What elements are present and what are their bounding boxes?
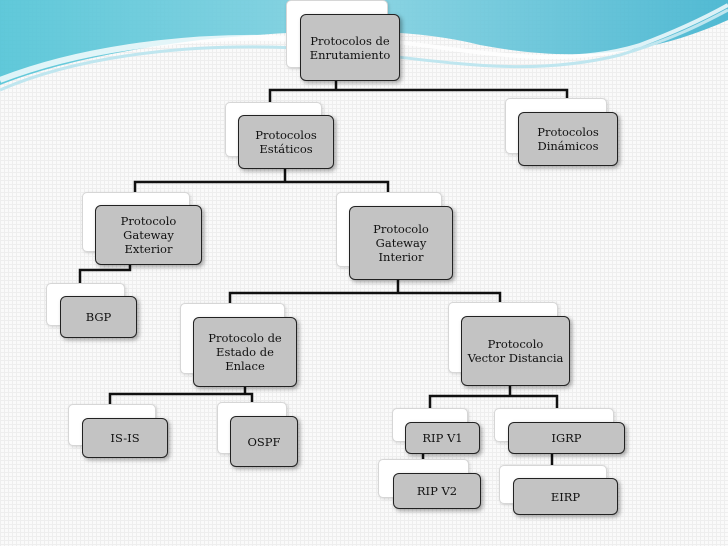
node-dynamic-protocols: Protocolos Dinámicos: [518, 112, 618, 166]
node-static-protocols: Protocolos Estáticos: [238, 115, 334, 169]
node-isis: IS-IS: [82, 418, 168, 458]
node-igrp: IGRP: [508, 422, 625, 454]
node-link-state: Protocolo de Estado de Enlace: [193, 317, 297, 387]
node-routing-protocols: Protocolos de Enrutamiento: [300, 14, 400, 81]
node-exterior-gateway: Protocolo Gateway Exterior: [95, 205, 202, 265]
node-rip-v1: RIP V1: [405, 422, 480, 454]
node-bgp: BGP: [60, 296, 137, 338]
node-rip-v2: RIP V2: [393, 473, 481, 509]
node-eirp: EIRP: [513, 478, 618, 515]
node-interior-gateway: Protocolo Gateway Interior: [349, 206, 453, 280]
node-ospf: OSPF: [230, 416, 298, 467]
node-distance-vector: Protocolo Vector Distancia: [461, 316, 570, 386]
